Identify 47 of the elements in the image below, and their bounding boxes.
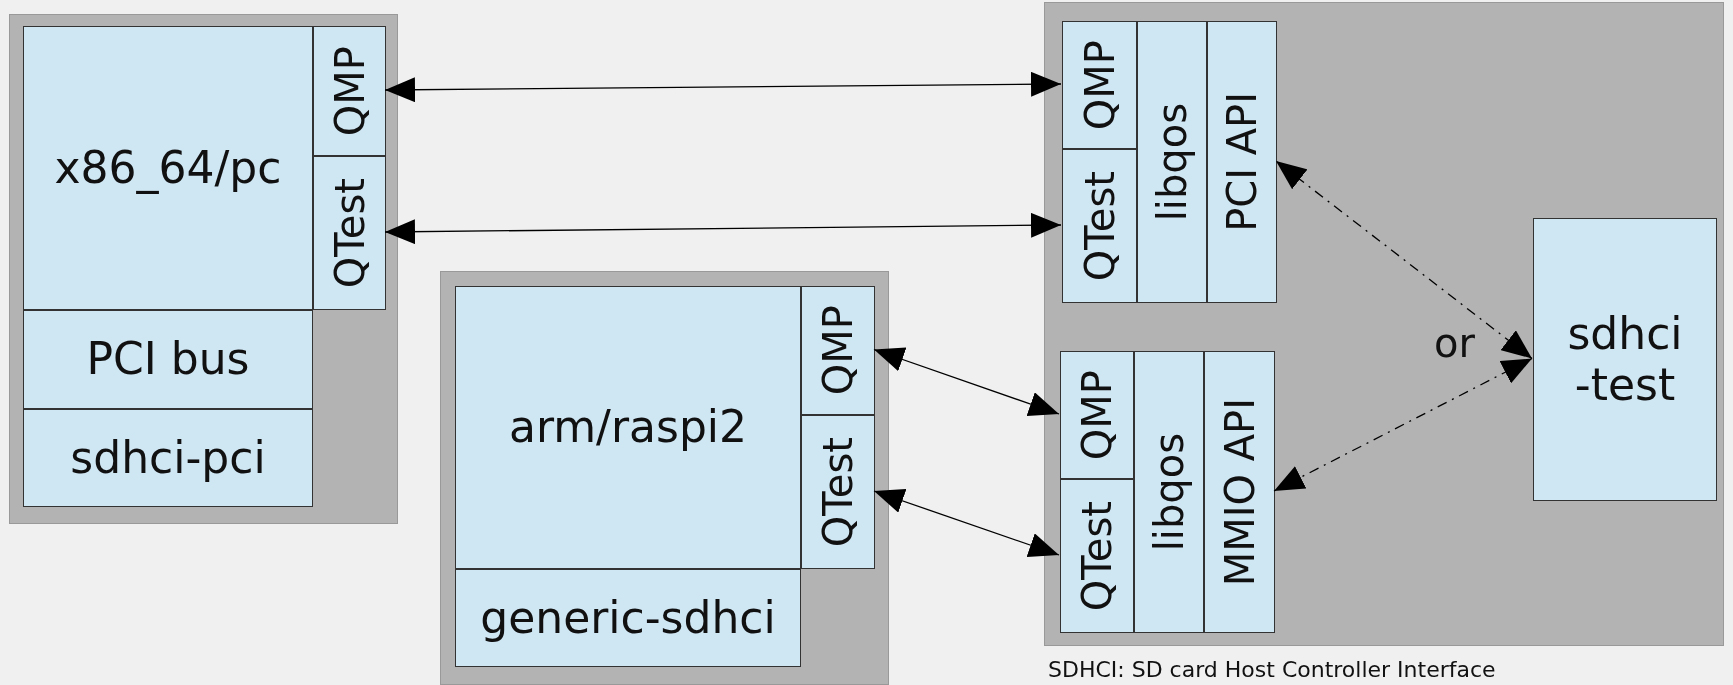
component-box	[313, 26, 386, 156]
container-panel	[9, 14, 398, 524]
connector-note: or	[1434, 320, 1475, 366]
container-panel	[440, 271, 889, 685]
component-label: QTest	[1074, 500, 1120, 612]
component-label: QTest	[815, 436, 861, 548]
component-box	[1204, 351, 1275, 633]
component-box	[1060, 479, 1134, 633]
component-box	[1533, 218, 1717, 501]
arrow	[1273, 357, 1533, 492]
component-label: QTest	[1076, 170, 1123, 282]
component-box	[313, 156, 386, 310]
component-label: QMP	[1074, 369, 1120, 461]
component-box	[23, 409, 313, 507]
component-box	[1062, 149, 1137, 303]
arrow	[873, 489, 1060, 557]
component-box	[455, 569, 801, 667]
component-box	[1137, 21, 1207, 303]
component-box	[1134, 351, 1204, 633]
component-box	[1207, 21, 1277, 303]
caption: SDHCI: SD card Host Controller Interface	[1048, 657, 1496, 682]
component-box	[23, 26, 313, 310]
component-box	[455, 286, 801, 569]
component-box	[801, 415, 875, 569]
arrow	[1275, 160, 1533, 360]
arrow	[384, 71, 1062, 103]
component-label: libqos	[1149, 102, 1195, 222]
component-label: PCI API	[1219, 92, 1265, 232]
container-panel	[1044, 2, 1724, 646]
component-label: libqos	[1146, 432, 1192, 552]
component-label: PCI bus	[86, 334, 250, 385]
component-label: QMP	[815, 305, 861, 396]
component-label: x86_64/pc	[54, 142, 282, 194]
component-label: QMP	[1076, 39, 1123, 131]
component-label: sdhci-pci	[70, 432, 266, 484]
component-box	[1060, 351, 1134, 479]
component-label: arm/raspi2	[508, 402, 748, 453]
arrow	[873, 347, 1060, 416]
component-box	[801, 286, 875, 415]
component-label: generic-sdhci	[480, 592, 776, 644]
component-label: MMIO API	[1216, 397, 1263, 587]
arrow	[384, 212, 1062, 245]
component-box	[23, 310, 313, 409]
component-label: QMP	[326, 45, 373, 137]
component-label: QTest	[326, 177, 373, 289]
component-box	[1062, 21, 1137, 149]
component-label: sdhci -test	[1566, 308, 1684, 411]
